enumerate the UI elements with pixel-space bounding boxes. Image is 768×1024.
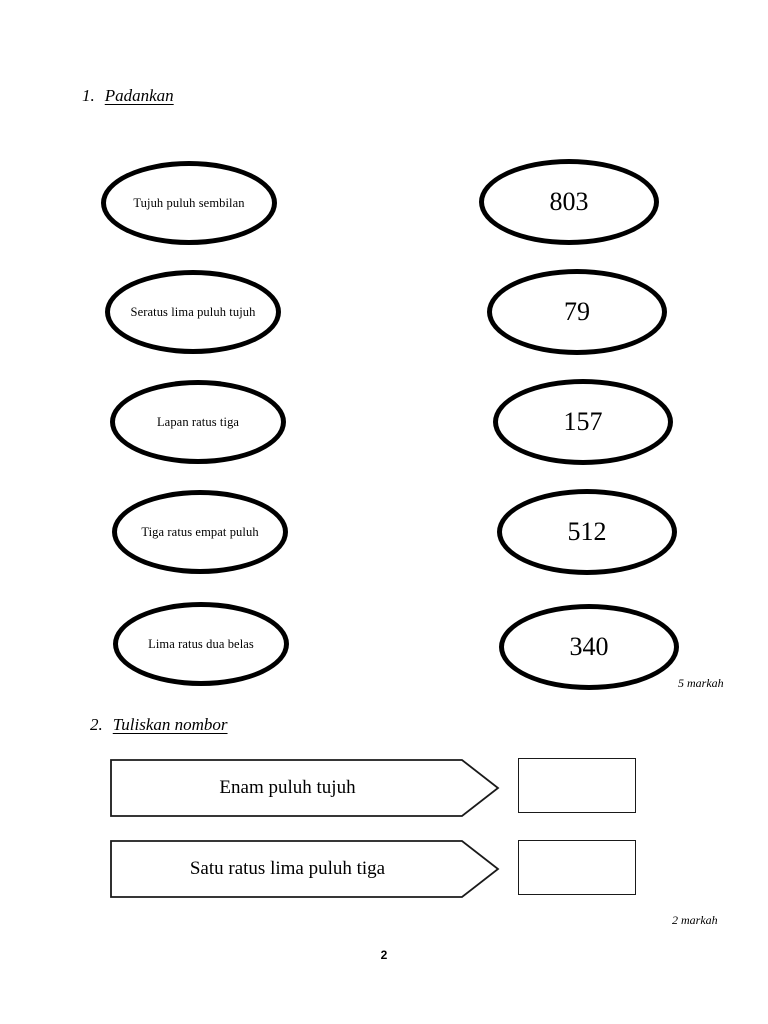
question-1-number: 1. bbox=[82, 86, 95, 105]
question-1-marks: 5 markah bbox=[678, 676, 724, 690]
match-word-ellipse-5[interactable]: Lima ratus dua belas bbox=[113, 602, 289, 686]
write-number-row-1: Enam puluh tujuh bbox=[110, 759, 500, 817]
answer-box-1[interactable] bbox=[518, 758, 636, 813]
match-number-ellipse-1[interactable]: 803 bbox=[479, 159, 659, 245]
prompt-arrow-label-2: Satu ratus lima puluh tiga bbox=[189, 858, 386, 879]
match-word-ellipse-4[interactable]: Tiga ratus empat puluh bbox=[112, 490, 288, 574]
match-word-ellipse-2[interactable]: Seratus lima puluh tujuh bbox=[105, 270, 281, 354]
match-number-label-1: 803 bbox=[549, 187, 589, 216]
question-1-heading: 1. Padankan bbox=[82, 86, 174, 106]
match-word-label-3: Lapan ratus tiga bbox=[156, 414, 240, 429]
prompt-arrow-2: Satu ratus lima puluh tiga bbox=[110, 840, 500, 898]
write-number-row-2: Satu ratus lima puluh tiga bbox=[110, 840, 500, 898]
question-1-title: Padankan bbox=[104, 86, 174, 105]
match-number-label-2: 79 bbox=[564, 297, 590, 326]
match-word-ellipse-1[interactable]: Tujuh puluh sembilan bbox=[101, 161, 277, 245]
prompt-arrow-1: Enam puluh tujuh bbox=[110, 759, 500, 817]
match-number-label-5: 340 bbox=[569, 632, 609, 661]
question-2-marks: 2 markah bbox=[672, 913, 718, 927]
match-number-ellipse-5[interactable]: 340 bbox=[499, 604, 679, 690]
answer-box-2[interactable] bbox=[518, 840, 636, 895]
match-number-label-3: 157 bbox=[563, 407, 603, 436]
match-word-label-5: Lima ratus dua belas bbox=[148, 636, 254, 651]
match-number-ellipse-2[interactable]: 79 bbox=[487, 269, 667, 355]
match-word-label-1: Tujuh puluh sembilan bbox=[133, 195, 245, 210]
match-number-ellipse-4[interactable]: 512 bbox=[497, 489, 677, 575]
match-word-label-2: Seratus lima puluh tujuh bbox=[130, 304, 256, 319]
match-word-label-4: Tiga ratus empat puluh bbox=[141, 524, 259, 539]
match-number-label-4: 512 bbox=[567, 517, 607, 546]
match-number-ellipse-3[interactable]: 157 bbox=[493, 379, 673, 465]
match-word-ellipse-3[interactable]: Lapan ratus tiga bbox=[110, 380, 286, 464]
question-2-number: 2. bbox=[90, 715, 103, 734]
prompt-arrow-label-1: Enam puluh tujuh bbox=[219, 777, 356, 798]
question-2-heading: 2. Tuliskan nombor bbox=[90, 715, 228, 735]
question-2-title: Tuliskan nombor bbox=[112, 715, 228, 734]
page-number: 2 bbox=[380, 948, 388, 962]
